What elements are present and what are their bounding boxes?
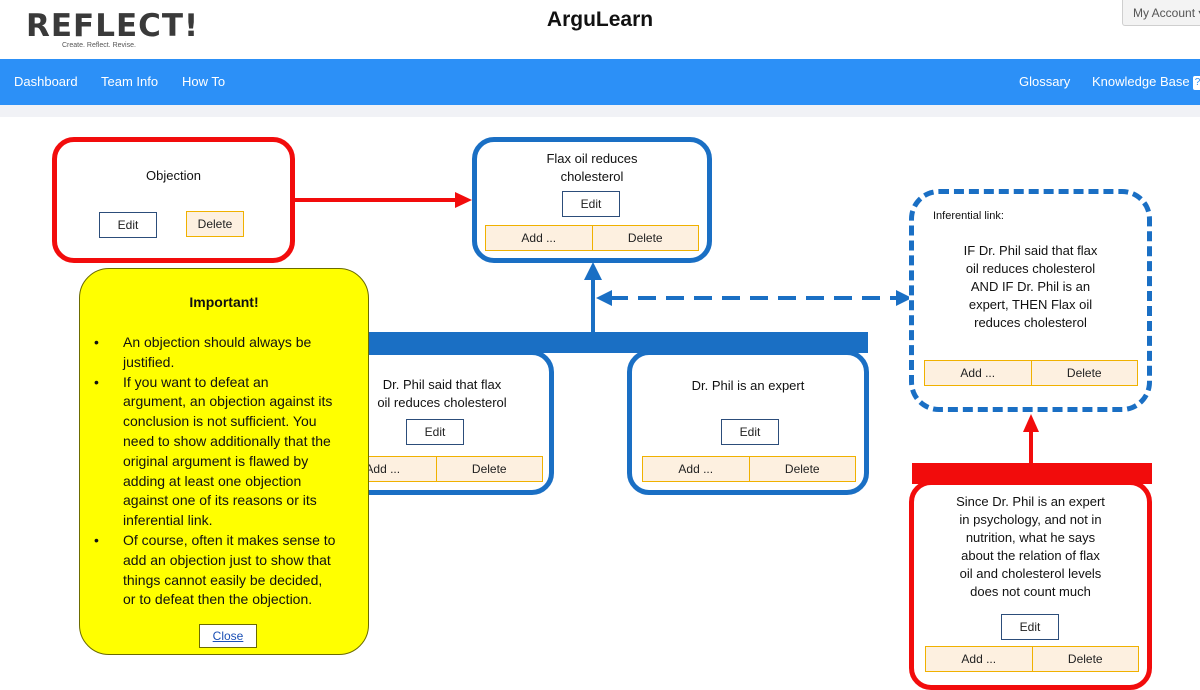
popup-item-2-line-8: inferential link. xyxy=(123,512,213,529)
reason1-edit-button[interactable]: Edit xyxy=(406,419,464,445)
objection2-edit-button[interactable]: Edit xyxy=(1001,614,1059,640)
objection2-line-6: does not count much xyxy=(970,584,1091,599)
nav-team-info[interactable]: Team Info xyxy=(101,74,159,89)
popup-item-2-line-6: adding at least one objection xyxy=(123,472,302,489)
claim-edit-button[interactable]: Edit xyxy=(562,191,620,217)
claim-box[interactable]: Flax oil reduces cholesterol Edit Add ..… xyxy=(472,137,712,263)
inferential-line-5: reduces cholesterol xyxy=(974,315,1087,330)
app-title: ArguLearn xyxy=(546,8,654,31)
objection-box[interactable]: Objection Edit Delete xyxy=(52,137,295,263)
objection-box-expertise[interactable]: Since Dr. Phil is an expert in psycholog… xyxy=(909,480,1152,690)
claim-add-delete: Add ... Delete xyxy=(485,225,699,251)
objection2-delete-button[interactable]: Delete xyxy=(1031,647,1139,671)
claim-text-line2: cholesterol xyxy=(560,169,624,184)
bullet-icon: • xyxy=(94,334,99,350)
objection-text: Objection xyxy=(146,168,201,183)
important-popup: Important! • An objection should always … xyxy=(79,268,369,655)
reason2-add-button[interactable]: Add ... xyxy=(678,462,714,476)
reflect-logo[interactable]: REFLECT! Create. Reflect. Revise. xyxy=(26,8,198,52)
objection2-line-2: in psychology, and not in xyxy=(959,512,1102,527)
reason2-edit-button[interactable]: Edit xyxy=(721,419,779,445)
objection-bar xyxy=(912,463,1152,484)
claim-add-button[interactable]: Add ... xyxy=(521,231,557,245)
inferential-line-2: oil reduces cholesterol xyxy=(965,261,1096,276)
popup-item-3-line-1: Of course, often it makes sense to xyxy=(123,531,336,548)
popup-item-2-line-3: conclusion is not sufficient. You xyxy=(123,413,317,430)
objection2-line-3: nutrition, what he says xyxy=(965,530,1096,545)
inferential-add-delete: Add ... Delete xyxy=(924,360,1138,386)
objection2-line-5: oil and cholesterol levels xyxy=(959,566,1102,581)
top-header: REFLECT! Create. Reflect. Revise. ArguLe… xyxy=(0,0,1200,59)
inferential-line-1: IF Dr. Phil said that flax xyxy=(963,243,1098,258)
nav-dashboard[interactable]: Dashboard xyxy=(14,74,78,89)
reason2-add-delete: Add ... Delete xyxy=(642,456,856,482)
inferential-label: Inferential link: xyxy=(933,210,1004,222)
popup-item-2-line-7: against one of its reasons or its xyxy=(123,492,317,509)
nav-knowledge-base-label: Knowledge Base xyxy=(1092,74,1190,89)
inferential-arrowhead-right xyxy=(896,290,912,306)
popup-close-button[interactable]: Close xyxy=(199,624,257,648)
popup-title: Important! xyxy=(189,294,259,310)
popup-item-3-line-2: add an objection just to show that xyxy=(123,551,331,568)
objection2-add-button[interactable]: Add ... xyxy=(961,652,997,666)
logo-tagline: Create. Reflect. Revise. xyxy=(62,42,136,49)
my-account-dropdown[interactable]: My Account ▾ xyxy=(1122,0,1200,26)
popup-item-3-line-3: things cannot easily be decided, xyxy=(123,571,323,588)
popup-list: • An objection should always be justifie… xyxy=(94,333,356,610)
inferential-line-4: expert, THEN Flax oil xyxy=(968,297,1093,312)
objection-edit-button[interactable]: Edit xyxy=(99,212,157,238)
inferential-delete-button[interactable]: Delete xyxy=(1030,361,1138,385)
support-arrowhead xyxy=(584,262,602,280)
reason1-text-line1: Dr. Phil said that flax xyxy=(382,377,502,392)
objection2-arrowhead xyxy=(1023,414,1039,432)
objection2-add-delete: Add ... Delete xyxy=(925,646,1139,672)
reason1-add-button[interactable]: Add ... xyxy=(365,462,401,476)
popup-item-2-line-4: need to show additionally that the xyxy=(123,432,331,449)
popup-item-2: • If you want to defeat an argument, an … xyxy=(94,373,356,531)
reason2-text: Dr. Phil is an expert xyxy=(691,378,805,393)
reason1-text-line2: oil reduces cholesterol xyxy=(377,395,507,410)
inferential-line-3: AND IF Dr. Phil is an xyxy=(970,279,1091,294)
help-icon[interactable]: ? xyxy=(1192,75,1200,90)
popup-item-1: • An objection should always be justifie… xyxy=(94,333,356,373)
bullet-icon: • xyxy=(94,531,99,548)
nav-how-to[interactable]: How To xyxy=(182,74,226,89)
inferential-arrowhead-left xyxy=(596,290,612,306)
main-nav: Dashboard Team Info How To Glossary Know… xyxy=(0,59,1200,105)
reason2-delete-button[interactable]: Delete xyxy=(748,457,856,481)
claim-delete-button[interactable]: Delete xyxy=(591,226,699,250)
reason-box-dr-phil-expert[interactable]: Dr. Phil is an expert Edit Add ... Delet… xyxy=(627,350,869,495)
popup-item-2-line-5: original argument is flawed by xyxy=(123,452,309,469)
objection2-line-4: about the relation of flax xyxy=(961,548,1100,563)
objection-delete-button[interactable]: Delete xyxy=(186,211,244,237)
popup-item-1-line-2: justified. xyxy=(123,353,175,370)
nav-knowledge-base[interactable]: Knowledge Base? xyxy=(1092,59,1200,105)
objection-arrowhead xyxy=(455,192,472,208)
argument-connectors xyxy=(293,192,1039,464)
nav-underbar xyxy=(0,105,1200,117)
inferential-link-box[interactable]: Inferential link: IF Dr. Phil said that … xyxy=(909,189,1152,412)
popup-item-2-line-2: argument, an objection against its xyxy=(123,393,333,410)
logo-text: REFLECT! xyxy=(26,8,200,44)
popup-item-2-line-1: If you want to defeat an xyxy=(123,373,269,390)
objection2-line-1: Since Dr. Phil is an expert xyxy=(956,494,1105,509)
reasons-bar xyxy=(360,332,868,353)
popup-item-3: • Of course, often it makes sense to add… xyxy=(94,531,356,610)
inferential-add-button[interactable]: Add ... xyxy=(960,366,996,380)
claim-text-line1: Flax oil reduces xyxy=(546,151,638,166)
nav-glossary[interactable]: Glossary xyxy=(1019,74,1071,89)
popup-item-1-line-1: An objection should always be xyxy=(123,334,312,350)
reason1-delete-button[interactable]: Delete xyxy=(435,457,543,481)
bullet-icon: • xyxy=(94,373,99,390)
popup-item-3-line-4: or to defeat then the objection. xyxy=(123,591,313,608)
